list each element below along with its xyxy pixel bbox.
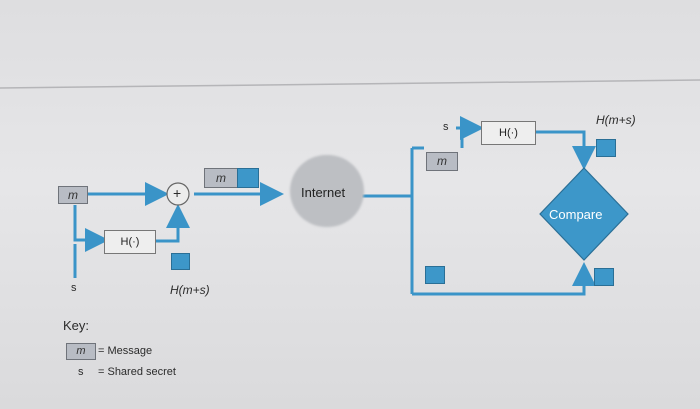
sender-hash-box: H(·) (104, 230, 156, 254)
arrow-received-hash-to-compare (412, 262, 596, 296)
sender-hash-output-label: H(m+s) (170, 283, 210, 297)
sender-message-box: m (58, 186, 88, 204)
sender-secret-symbol: s (71, 282, 77, 294)
compare-label: Compare (549, 207, 603, 222)
key-secret-symbol: s (78, 366, 84, 378)
packet-hash-square (237, 168, 259, 188)
receiver-secret-symbol: s (443, 121, 449, 133)
compare-diamond (539, 167, 629, 261)
receiver-computed-hash-square (596, 139, 616, 157)
combine-symbol: + (173, 185, 182, 201)
key-message-box: m (66, 343, 96, 360)
sender-hash-label: H(·) (120, 236, 140, 248)
key-message-symbol: m (76, 345, 86, 357)
packet-message-box: m (204, 168, 238, 188)
compare-input-square (594, 268, 614, 286)
arrow-receiver-hash-to-compare (536, 130, 596, 170)
arrow-hash-to-plus (156, 204, 190, 243)
key-message-desc: = Message (98, 345, 153, 357)
received-hash-square (425, 266, 445, 284)
key-secret-desc: = Shared secret (98, 366, 176, 378)
sender-hash-square (171, 253, 190, 270)
page-rule-line (0, 79, 700, 89)
packet-message-symbol: m (216, 171, 226, 185)
receiver-hash-output-label: H(m+s) (596, 113, 636, 127)
sender-message-symbol: m (68, 188, 78, 202)
receiver-hash-label: H(·) (499, 127, 518, 139)
internet-label: Internet (301, 185, 346, 200)
combine-circle (166, 182, 190, 206)
arrow-m-to-hash (73, 205, 109, 252)
key-title: Key: (63, 318, 90, 333)
receiver-message-box: m (426, 152, 458, 171)
internet-cloud (290, 155, 364, 227)
receiver-hash-box: H(·) (481, 121, 536, 145)
receiver-message-symbol: m (437, 154, 447, 168)
